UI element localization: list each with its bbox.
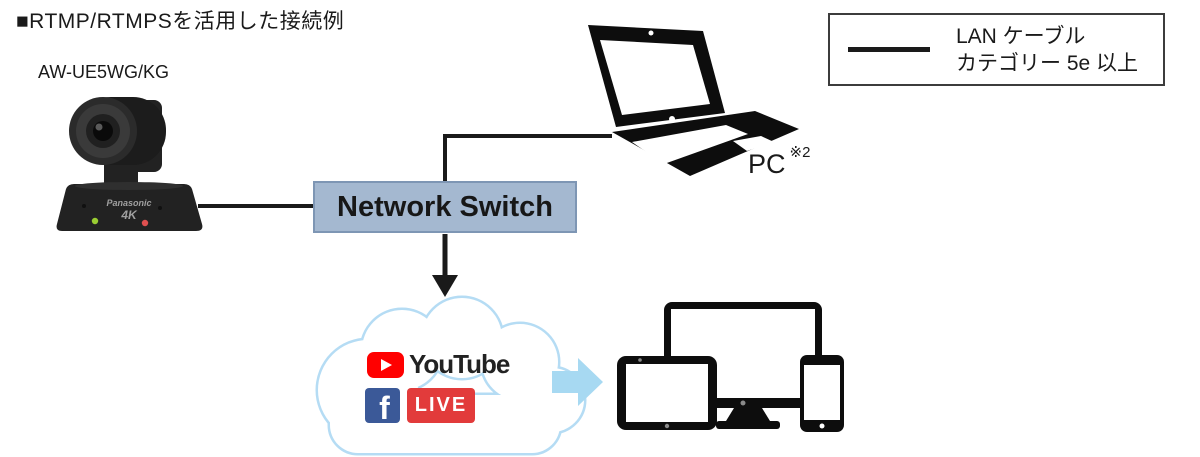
pc-footnote: ※2 bbox=[789, 144, 811, 161]
camera-mic-hole-right bbox=[158, 206, 162, 210]
legend-line2: カテゴリー 5e 以上 bbox=[956, 51, 1139, 75]
lan-cable-line-sample bbox=[848, 47, 930, 52]
camera-4k-badge: 4K bbox=[120, 208, 138, 222]
laptop-keyboard bbox=[632, 125, 748, 164]
camera-mic-hole-left bbox=[82, 204, 86, 208]
laptop-touchpad bbox=[733, 136, 774, 151]
camera-lens-glint bbox=[95, 123, 103, 131]
laptop-hinge-dot bbox=[669, 116, 675, 122]
play-triangle-icon bbox=[381, 358, 392, 371]
laptop-icon bbox=[588, 25, 799, 176]
facebook-live-badge: LIVE bbox=[407, 388, 475, 423]
network-switch-box: Network Switch bbox=[313, 181, 577, 233]
facebook-icon: f bbox=[365, 388, 400, 423]
pc-label: PC ※2 bbox=[748, 144, 811, 181]
ptz-camera-icon: Panasonic 4K bbox=[56, 97, 203, 231]
laptop-screen bbox=[600, 40, 710, 115]
legend-box: LAN ケーブル カテゴリー 5e 以上 bbox=[828, 13, 1165, 86]
laptop-webcam-dot bbox=[648, 30, 654, 36]
youtube-play-icon bbox=[367, 351, 404, 378]
tablet-icon bbox=[617, 356, 717, 430]
camera-model-label: AW-UE5WG/KG bbox=[38, 62, 170, 82]
devices-icon bbox=[617, 302, 844, 432]
camera-power-led bbox=[91, 217, 99, 225]
network-switch-label: Network Switch bbox=[337, 190, 553, 223]
legend-line1: LAN ケーブル bbox=[956, 24, 1086, 48]
smartphone-icon bbox=[800, 355, 844, 432]
page-title: ■RTMP/RTMPSを活用した接続例 bbox=[16, 10, 345, 33]
facebook-live-logo: f LIVE bbox=[365, 388, 475, 423]
pc-text: PC bbox=[748, 149, 786, 179]
camera-tally-led bbox=[141, 219, 149, 227]
arrow-right-icon bbox=[552, 358, 603, 406]
camera-lens-glass bbox=[93, 121, 113, 141]
legend-text: LAN ケーブル カテゴリー 5e 以上 bbox=[956, 23, 1138, 77]
youtube-logo: YouTube bbox=[367, 349, 510, 380]
youtube-wordmark: YouTube bbox=[409, 349, 510, 379]
arrow-down-icon bbox=[432, 234, 458, 297]
camera-base-top bbox=[75, 182, 183, 190]
lan-cable-switch-to-pc bbox=[443, 134, 612, 182]
camera-brand-text: Panasonic bbox=[106, 198, 151, 208]
